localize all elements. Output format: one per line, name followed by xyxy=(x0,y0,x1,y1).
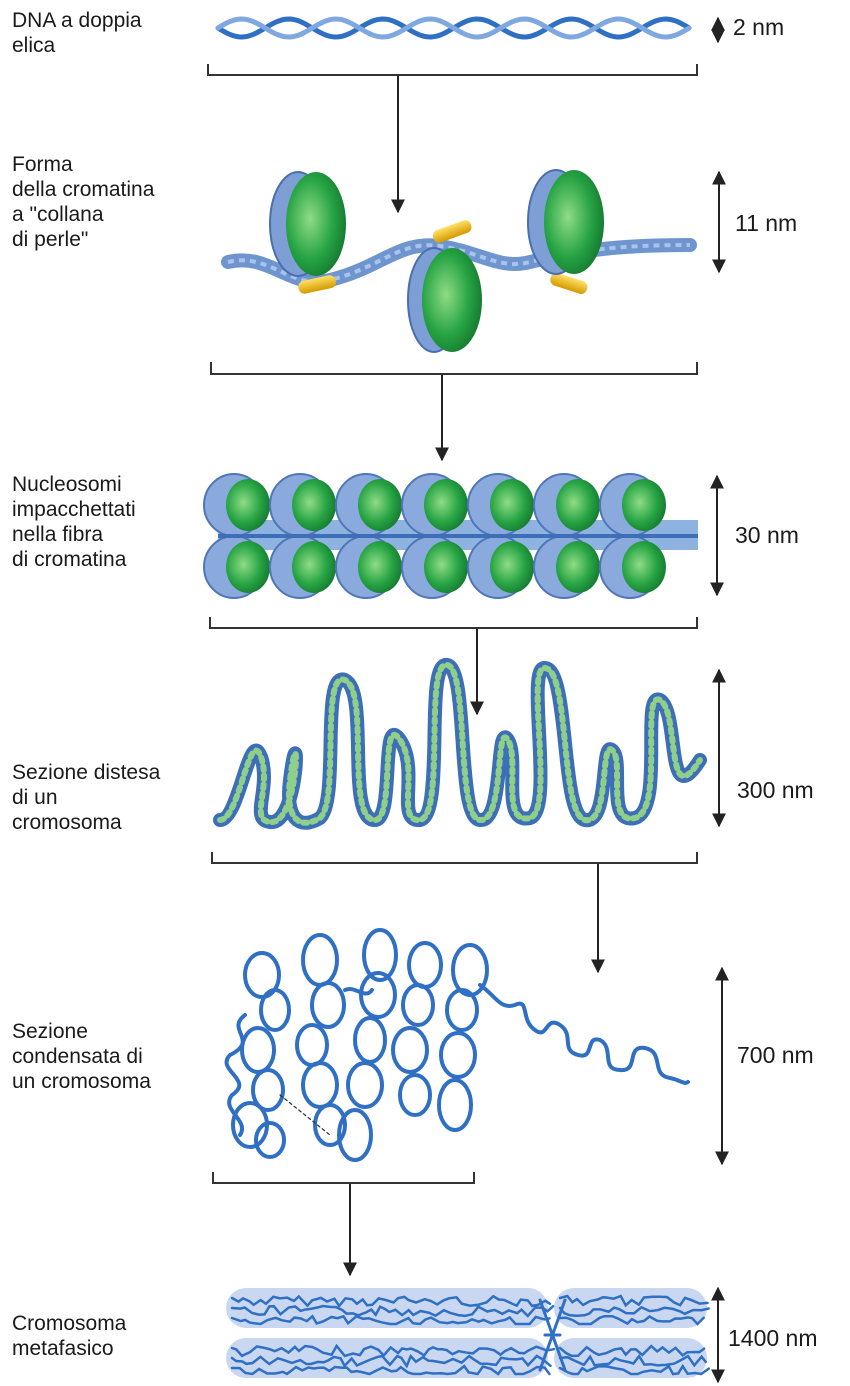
bracket-2 xyxy=(211,362,697,374)
beads-on-string-illustration xyxy=(228,170,690,352)
chromatin-fiber-illustration xyxy=(204,474,698,598)
metaphase-chromosome-illustration xyxy=(226,1288,709,1378)
nucleosome-2 xyxy=(408,248,482,352)
bracket-1 xyxy=(208,64,697,75)
condensed-section-illustration xyxy=(227,930,688,1160)
dna-helix-illustration xyxy=(218,19,689,37)
nucleosome-3 xyxy=(528,170,604,274)
bracket-3 xyxy=(210,617,697,628)
bracket-4 xyxy=(212,852,697,863)
extended-loops-illustration xyxy=(220,665,700,823)
bracket-5 xyxy=(213,1172,474,1183)
nucleosome-1 xyxy=(270,172,346,276)
